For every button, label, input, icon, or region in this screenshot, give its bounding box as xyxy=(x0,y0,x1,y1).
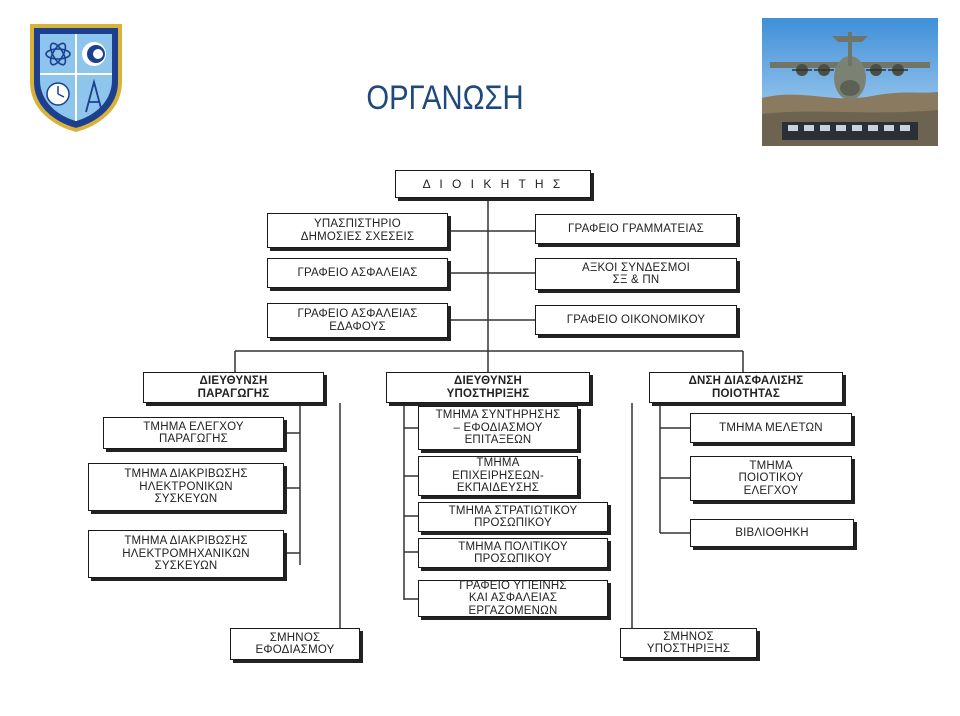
unit-military-personnel: ΤΜΗΜΑ ΣΤΡΑΤΙΩΤΙΚΟΥ ΠΡΟΣΩΠΙΚΟΥ xyxy=(418,502,608,532)
unit-electromechanical-calibration: ΤΜΗΜΑ ΔΙΑΚΡΙΒΩΣΗΣ ΗΛΕΚΤΡΟΜΗΧΑΝΙΚΩΝ ΣΥΣΚΕ… xyxy=(88,530,284,578)
staff-office-security: ΓΡΑΦΕΙΟ ΑΣΦΑΛΕΙΑΣ xyxy=(267,258,448,288)
unit-library: ΒΙΒΛΙΟΘΗΚΗ xyxy=(690,519,854,547)
squadron-supply: ΣΜΗΝΟΣ ΕΦΟΔΙΑΣΜΟΥ xyxy=(230,628,360,660)
unit-operations-training: ΤΜΗΜΑ ΕΠΙΧΕΙΡΗΣΕΩΝ- ΕΚΠΑΙΔΕΥΣΗΣ xyxy=(418,456,578,496)
page-title: ΟΡΓΑΝΩΣΗ xyxy=(366,79,524,117)
unit-health-safety: ΓΡΑΦΕΙΟ ΥΓΙΕΙΝΗΣ ΚΑΙ ΑΣΦΑΛΕΙΑΣ ΕΡΓΑΖΟΜΕΝ… xyxy=(418,580,608,617)
unit-civilian-personnel: ΤΜΗΜΑ ΠΟΛΙΤΙΚΟΥ ΠΡΟΣΩΠΙΚΟΥ xyxy=(418,538,608,568)
staff-office-aide: ΥΠΑΣΠΙΣΤΗΡΙΟ ΔΗΜΟΣΙΕΣ ΣΧΕΣΕΙΣ xyxy=(267,213,448,248)
squadron-support: ΣΜΗΝΟΣ ΥΠΟΣΤΗΡΙΞΗΣ xyxy=(620,628,757,658)
staff-office-secretariat: ΓΡΑΦΕΙΟ ΓΡΑΜΜΑΤΕΙΑΣ xyxy=(535,214,737,244)
unit-studies: ΤΜΗΜΑ ΜΕΛΕΤΩΝ xyxy=(690,413,852,443)
c130-aircraft-photo-icon xyxy=(762,18,938,146)
unit-quality-control: ΤΜΗΜΑ ΠΟΙΟΤΙΚΟΥ ΕΛΕΓΧΟΥ xyxy=(690,456,852,501)
staff-office-finance: ΓΡΑΦΕΙΟ ΟΙΚΟΝΟΜΙΚΟΥ xyxy=(535,305,737,335)
staff-office-liaison: ΑΞΚΟΙ ΣΥΝΔΕΣΜΟΙ ΣΞ & ΠΝ xyxy=(535,258,737,290)
staff-office-ground-security: ΓΡΑΦΕΙΟ ΑΣΦΑΛΕΙΑΣ ΕΔΑΦΟΥΣ xyxy=(267,303,448,338)
command-box: Δ Ι Ο Ι Κ Η Τ Η Σ xyxy=(395,170,591,198)
unit-emblem-icon xyxy=(30,24,122,133)
unit-electronics-calibration: ΤΜΗΜΑ ΔΙΑΚΡΙΒΩΣΗΣ ΗΛΕΚΤΡΟΝΙΚΩΝ ΣΥΣΚΕΥΩΝ xyxy=(88,463,284,511)
directorate-quality-assurance: ΔΝΣΗ ΔΙΑΣΦΑΛΙΣΗΣ ΠΟΙΟΤΗΤΑΣ xyxy=(649,372,843,403)
directorate-support: ΔΙΕΥΘΥΝΣΗ ΥΠΟΣΤΗΡΙΞΗΣ xyxy=(386,372,590,403)
unit-maintenance-supply: ΤΜΗΜΑ ΣΥΝΤΗΡΗΣΗΣ – ΕΦΟΔΙΑΣΜΟΥ ΕΠΙΤΑΞΕΩΝ xyxy=(418,406,578,450)
directorate-production: ΔΙΕΥΘΥΝΣΗ ΠΑΡΑΓΩΓΗΣ xyxy=(143,372,324,403)
unit-production-control: ΤΜΗΜΑ ΕΛΕΓΧΟΥ ΠΑΡΑΓΩΓΗΣ xyxy=(103,417,284,449)
